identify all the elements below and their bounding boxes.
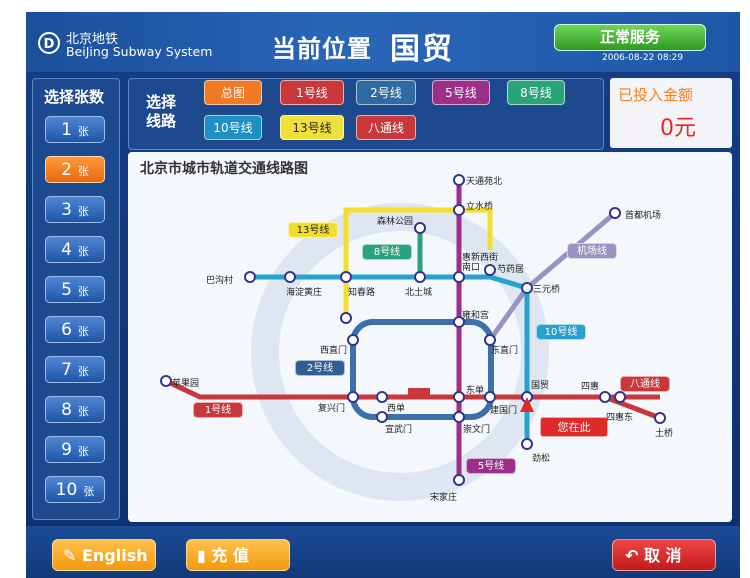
station-label-sihuidong: 四惠东 (606, 413, 634, 423)
station-label-pingguoyuan: 苹果园 (172, 379, 200, 389)
ticket-count-unit: 张 (77, 125, 89, 138)
station-label-jinsong: 劲松 (532, 454, 551, 464)
station-label-bagou: 巴沟村 (206, 276, 234, 286)
cancel-button[interactable]: ↶ 取 消 (612, 539, 716, 571)
station-label-yonghegong: 雍和宫 (462, 311, 490, 321)
service-status-badge: 正常服务 (554, 24, 706, 51)
ticket-count-unit: 张 (77, 365, 89, 378)
map-label-line-13: 13号线 (288, 222, 338, 238)
ticket-count-option[interactable]: 10 张 (45, 476, 105, 503)
ticket-count-unit: 张 (77, 285, 89, 298)
station-label-beitucheng: 北土城 (405, 288, 433, 298)
ticket-count-number: 1 (61, 120, 72, 140)
station-label-tuqiao: 土桥 (655, 429, 674, 439)
subway-logo-icon: D (38, 32, 60, 54)
ticket-count-unit: 张 (77, 165, 89, 178)
brand-en: BeiJing Subway System (66, 44, 213, 59)
map-label-airport-line: 机场线 (567, 243, 617, 259)
ticket-count-unit: 张 (83, 485, 95, 498)
ticket-count-number: 7 (61, 360, 72, 380)
station-label-xizhimen: 西直门 (320, 346, 348, 356)
line-button[interactable]: 8号线 (507, 80, 565, 105)
ticket-count-number: 9 (61, 440, 72, 460)
ticket-count-number: 5 (61, 280, 72, 300)
line-button[interactable]: 5号线 (432, 80, 490, 105)
station-label-shaoyaoju: 芍药居 (497, 265, 525, 275)
card-icon: ▮ (197, 546, 206, 565)
station-label-guomao: 国贸 (531, 381, 550, 391)
recharge-button[interactable]: ▮ 充 值 (186, 539, 290, 571)
amount-panel (610, 78, 732, 148)
line-button[interactable]: 10号线 (204, 115, 262, 140)
line-button[interactable]: 总图 (204, 80, 262, 105)
line-select-title: 选择 线路 (146, 93, 180, 131)
station-label-songjiazhuang: 宋家庄 (430, 493, 458, 503)
station-label-jianguomen: 建国门 (490, 406, 518, 416)
station-label-chongwenmen: 崇文门 (463, 425, 491, 435)
map-label-line-1: 1号线 (193, 402, 243, 418)
ticket-count-number: 2 (61, 160, 72, 180)
amount-label: 已投入金额 (618, 86, 694, 104)
recharge-label: 充 值 (211, 546, 249, 565)
line-select-title-1: 选择 (146, 93, 177, 111)
station-label-haidianhuangzhuang: 海淀黄庄 (286, 288, 323, 298)
station-label-dongdan: 东单 (466, 386, 485, 396)
line-button[interactable]: 2号线 (356, 80, 416, 105)
map-label-line-5: 5号线 (466, 458, 516, 474)
station-label-lishuiqiao: 立水桥 (466, 202, 494, 212)
map-label-line-8: 8号线 (362, 244, 412, 260)
station-label-tiantongyuanbei: 天通苑北 (466, 177, 503, 187)
station-label-zhichunlu: 知春路 (348, 288, 376, 298)
station-label-sihui: 四惠 (581, 382, 600, 392)
ticket-count-number: 3 (61, 200, 72, 220)
you-are-here-label: 您在此 (540, 417, 608, 437)
map-label-line-2: 2号线 (295, 360, 345, 376)
english-label: English (81, 546, 148, 565)
ticket-count-number: 8 (61, 400, 72, 420)
datetime: 2006-08-22 08:29 (602, 53, 684, 63)
ticket-count-number: 10 (55, 480, 78, 500)
ticket-count-unit: 张 (77, 405, 89, 418)
ticket-count-number: 6 (61, 320, 72, 340)
ticket-count-unit: 张 (77, 245, 89, 258)
map-title: 北京市城市轨道交通线路图 (140, 161, 308, 177)
line-select-title-2: 线路 (146, 112, 177, 130)
ticket-count-unit: 张 (77, 445, 89, 458)
station-label-senlingongyuan: 森林公园 (377, 217, 414, 227)
station-label-dongzhimen: 东直门 (491, 346, 519, 356)
station-label-sanyuanqiao: 三元桥 (533, 285, 561, 295)
brand-cn: 北京地铁 (66, 32, 119, 47)
english-icon: ✎ (63, 546, 77, 565)
station-label-fuxingmen: 复兴门 (318, 404, 346, 414)
line-button[interactable]: 八通线 (356, 115, 416, 140)
map-label-batong-line: 八通线 (620, 376, 670, 392)
ticket-count-title: 选择张数 (44, 88, 105, 106)
station-label-xuanwumen: 宣武门 (385, 425, 413, 435)
line-button[interactable]: 13号线 (280, 115, 344, 140)
station-label-huixinxijie: 惠新西街南口 (462, 253, 499, 273)
map-label-line-10: 10号线 (536, 324, 586, 340)
current-location-name: 国贸 (390, 32, 454, 67)
ticket-count-unit: 张 (77, 325, 89, 338)
ticket-count-unit: 张 (77, 205, 89, 218)
current-location-label: 当前位置 (272, 35, 372, 63)
back-arrow-icon: ↶ (625, 546, 639, 565)
station-label-shoudujichang: 首都机场 (625, 211, 662, 221)
station-label-xidan: 西单 (387, 404, 406, 414)
cancel-label: 取 消 (643, 546, 682, 565)
amount-value: 0元 (660, 116, 696, 141)
ticket-count-number: 4 (61, 240, 72, 260)
english-button[interactable]: ✎ English (52, 539, 156, 571)
line-button[interactable]: 1号线 (280, 80, 344, 105)
